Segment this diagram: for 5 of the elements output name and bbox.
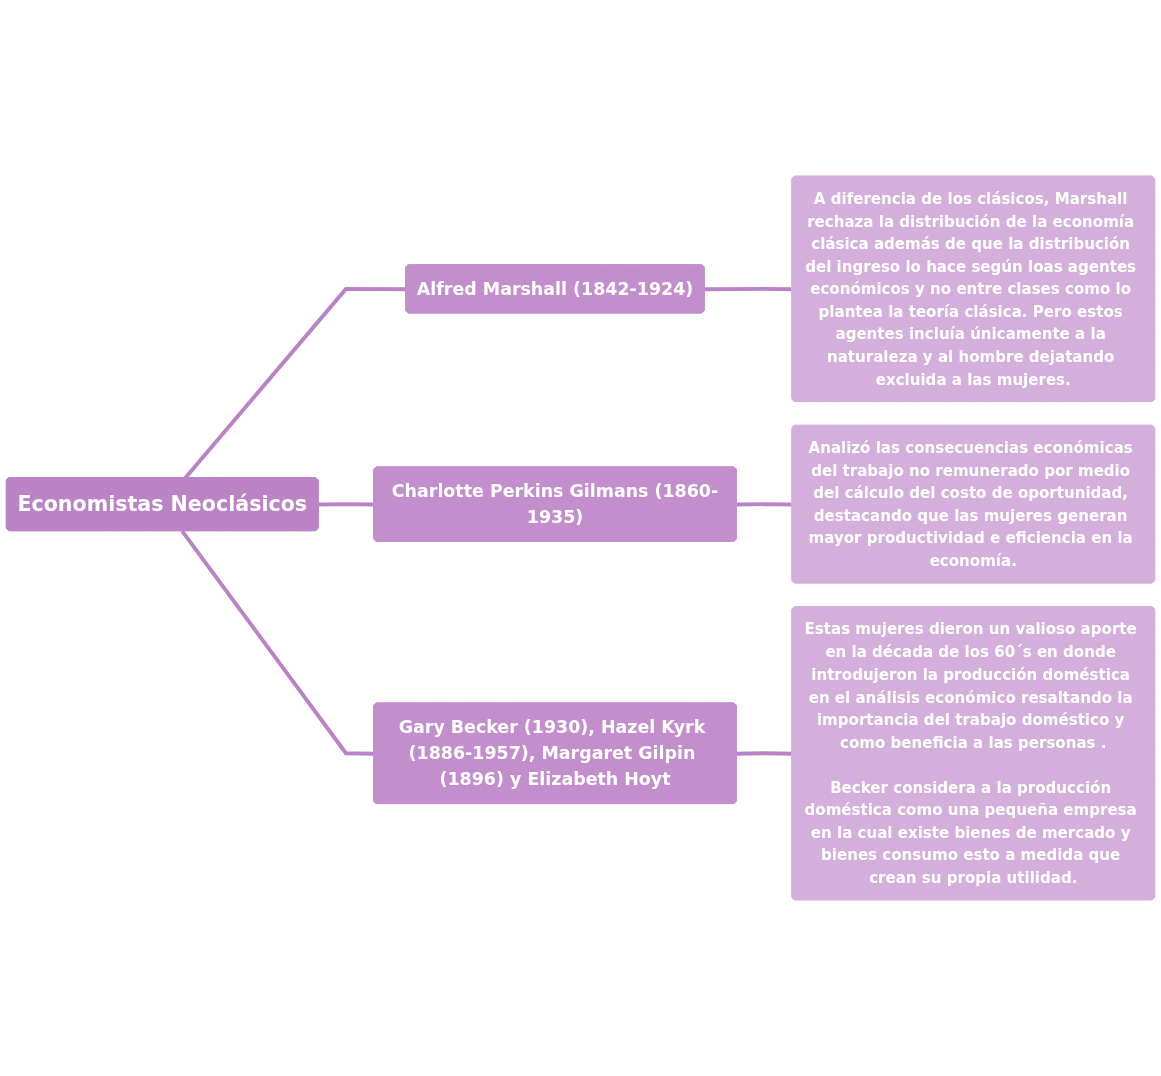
connector bbox=[704, 286, 793, 292]
connector bbox=[736, 502, 793, 507]
connector bbox=[736, 751, 793, 756]
connector bbox=[180, 529, 375, 756]
connector bbox=[318, 502, 375, 507]
